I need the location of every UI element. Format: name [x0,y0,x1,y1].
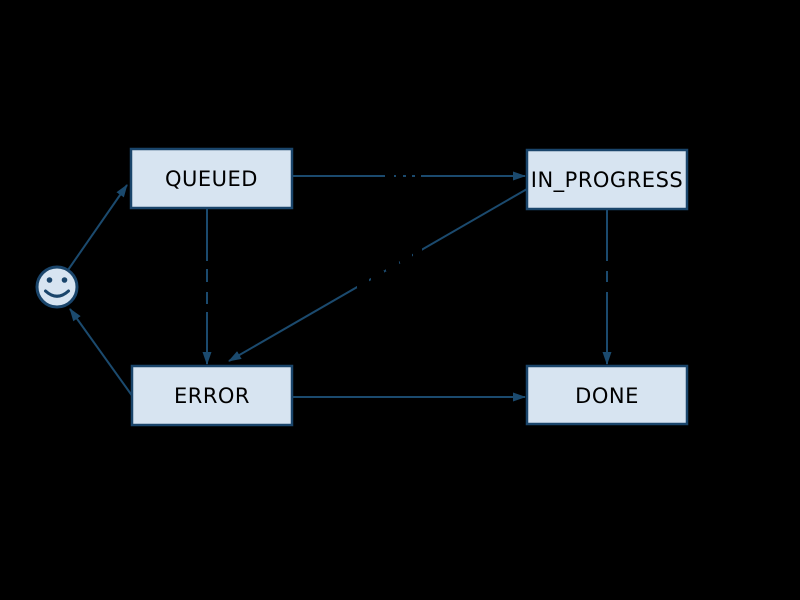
edge-error-to-start [69,308,134,398]
node-queued-label: QUEUED [165,167,258,191]
node-done: DONE [525,364,689,426]
smiley-face-icon [35,265,79,309]
node-error-box [130,364,294,427]
node-done-box [525,364,689,426]
node-in-progress: IN_PROGRESS [525,148,689,211]
node-error-label: ERROR [174,384,250,408]
edge-start-to-queued [67,184,128,271]
edge-label-masks [199,169,615,312]
node-queued-box [129,147,294,210]
node-in-progress-label: IN_PROGRESS [531,168,683,193]
node-error: ERROR [130,364,294,427]
node-queued: QUEUED [129,147,294,210]
node-in-progress-box [525,148,689,211]
node-done-label: DONE [575,384,639,408]
